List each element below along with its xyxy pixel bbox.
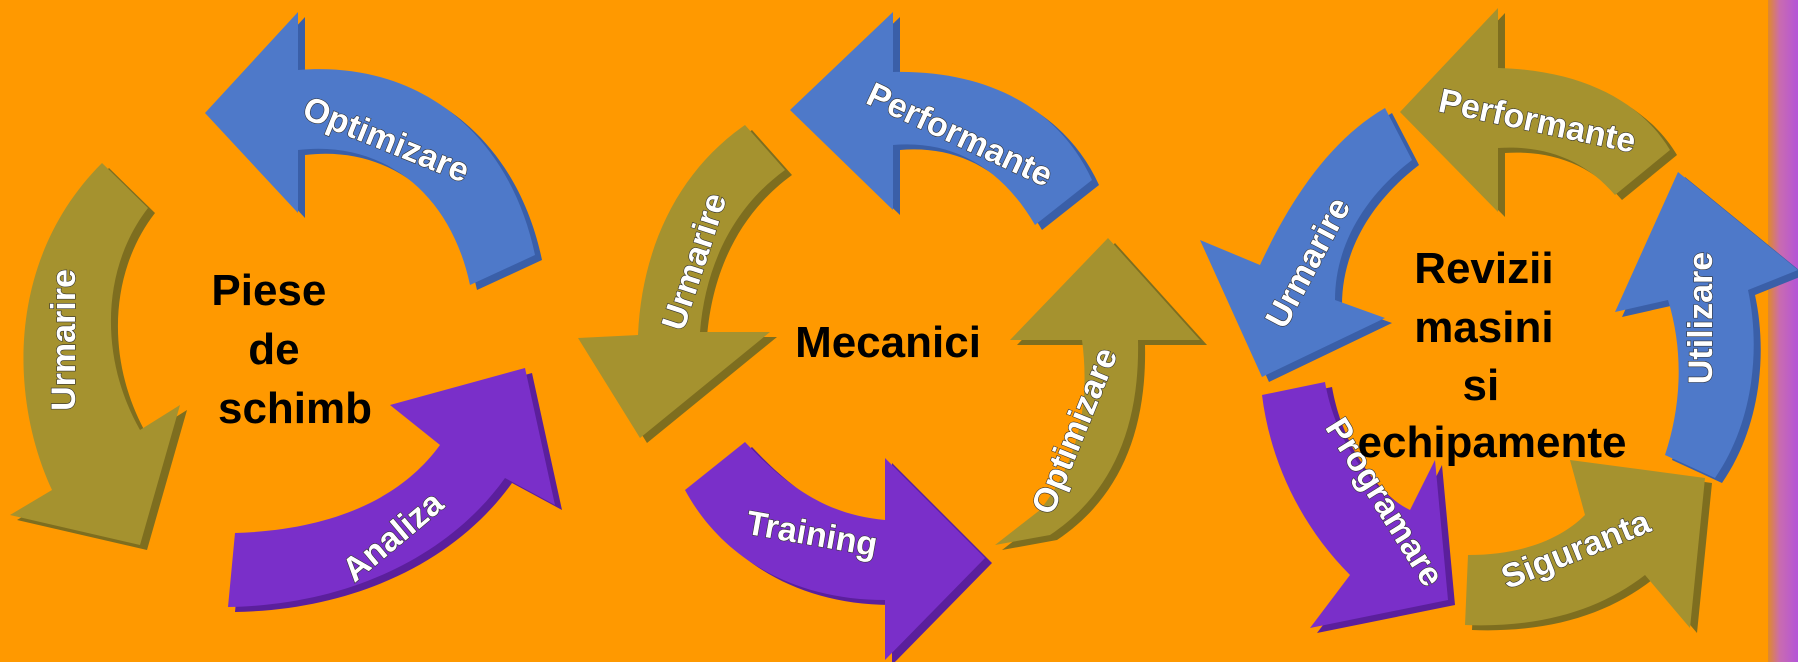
arrow-siguranta: Siguranta [1465, 460, 1712, 633]
arrow-performante: Performante [1400, 8, 1677, 217]
arrow-optimizare: Optimizare [205, 12, 542, 290]
center-label: Revizii masini si echipamente [1358, 244, 1627, 467]
curved-arrow-icon [205, 12, 535, 285]
arrow-label: Urmarire [45, 269, 83, 411]
arrow-urmarire: Urmarire [10, 163, 187, 550]
arrow-optimizare: Optimizare [995, 238, 1207, 550]
arrow-performante: Performante [790, 12, 1099, 230]
cycle-piese-de-schimb: Optimizare Urmarire Analiza Piese de sch… [10, 12, 562, 612]
center-label: Mecanici [795, 318, 981, 367]
curved-arrow-icon [1262, 382, 1448, 628]
cycle-revizii: Performante Urmarire Utilizare Programar… [1200, 8, 1798, 633]
edge-strip [1768, 0, 1798, 662]
curved-arrow-icon [685, 442, 985, 660]
curved-arrow-icon [790, 12, 1092, 225]
arrow-analiza: Analiza [228, 368, 562, 612]
curved-arrow-icon [10, 163, 180, 545]
arrow-training: Training [685, 442, 992, 662]
arrow-utilizare: Utilizare [1615, 172, 1798, 483]
center-label: Piese de schimb [211, 266, 372, 433]
curved-arrow-icon [1465, 460, 1705, 628]
curved-arrow-icon [1400, 8, 1670, 212]
curved-arrow-icon [1615, 172, 1798, 478]
curved-arrow-icon [1200, 108, 1412, 377]
arrow-label: Utilizare [1682, 252, 1720, 384]
curved-arrow-icon [578, 125, 785, 438]
curved-arrow-icon [995, 238, 1200, 545]
curved-arrow-icon [228, 368, 555, 607]
cycle-mecanici: Performante Urmarire Training Optimizare… [578, 12, 1207, 662]
arrow-urmarire: Urmarire [578, 125, 792, 443]
arrow-urmarire: Urmarire [1200, 108, 1419, 382]
